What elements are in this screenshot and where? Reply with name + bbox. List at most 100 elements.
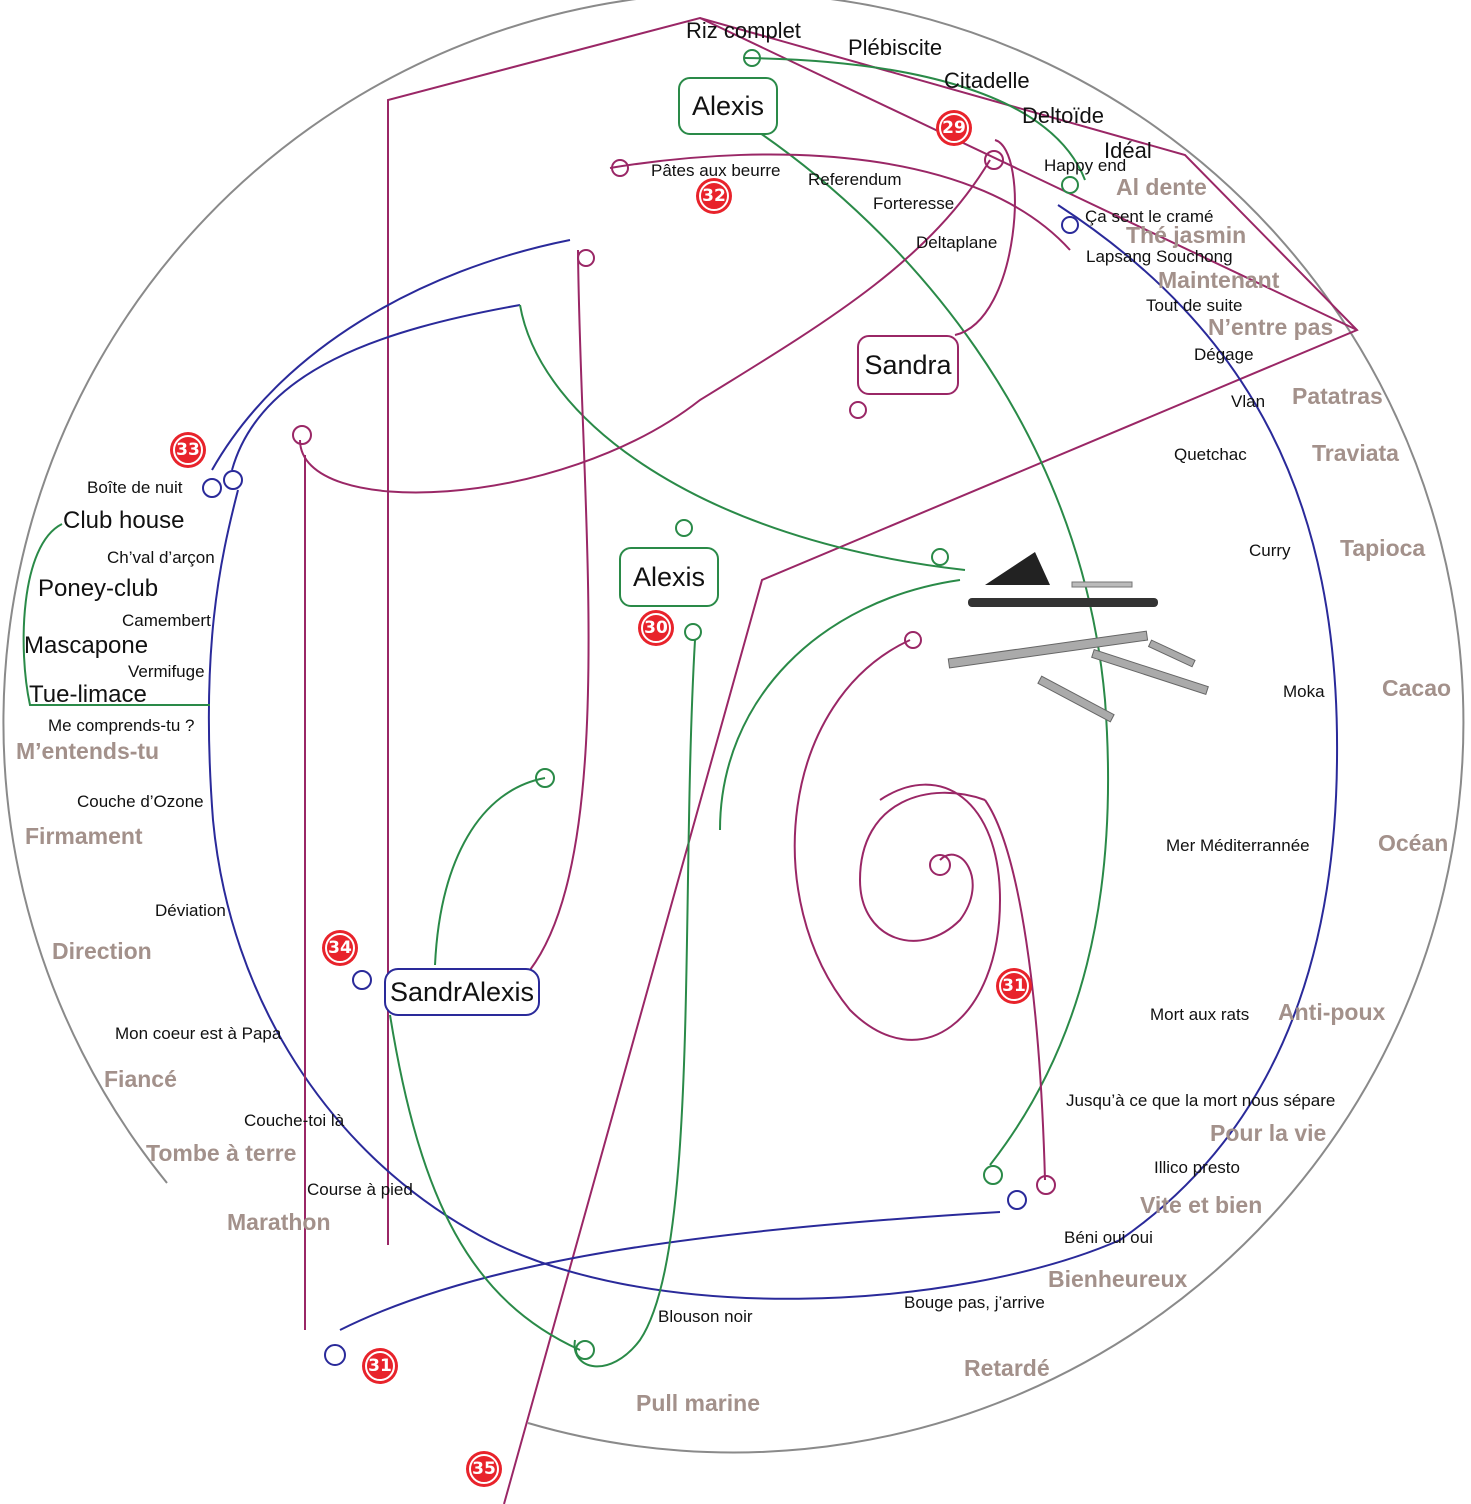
word-ca-sent: Ça sent le cramé (1085, 207, 1214, 226)
spiral-green-alexis-mid (675, 519, 693, 537)
spiral-green-lamp (931, 548, 949, 566)
word-tapioca: Tapioca (1340, 535, 1426, 561)
word-lapsang: Lapsang Souchong (1086, 247, 1233, 266)
green-sandralexis (389, 1014, 581, 1351)
purple-long-curve (529, 249, 590, 971)
word-beni: Béni oui oui (1064, 1228, 1153, 1247)
word-ocean: Océan (1378, 830, 1449, 856)
word-the-jasmin: Thé jasmin (1126, 222, 1247, 248)
word-traviata: Traviata (1312, 440, 1399, 466)
word-jusqua: Jusqu’à ce que la mort nous sépare (1066, 1091, 1336, 1110)
word-firmament: Firmament (25, 823, 143, 849)
spiral-blue-33a (202, 478, 222, 498)
name-box-sandra: Sandra (857, 335, 959, 395)
word-bienheureux: Bienheureux (1048, 1266, 1188, 1292)
purple-big-spiral-outer (793, 639, 1002, 1041)
word-illico: Illico presto (1154, 1158, 1240, 1177)
word-blouson: Blouson noir (658, 1307, 753, 1326)
word-plebiscite: Plébiscite (848, 35, 943, 60)
word-degage: Dégage (1194, 345, 1254, 364)
outer-circle (2, 0, 1465, 1454)
badge-34: 34 (322, 930, 358, 966)
word-vermifuge: Vermifuge (128, 662, 205, 681)
word-vlan: Vlan (1231, 392, 1266, 411)
spiral-green-happy (1061, 176, 1079, 194)
word-happy-end: Happy end (1044, 156, 1127, 175)
blue-arc-33b (231, 304, 521, 471)
word-maintenant: Maintenant (1158, 267, 1280, 293)
badge-31-right: 31 (996, 968, 1032, 1004)
word-fiance: Fiancé (104, 1066, 177, 1092)
spiral-green-30 (684, 623, 702, 641)
green-30-down (573, 639, 696, 1368)
badge-31-left: 31 (362, 1348, 398, 1384)
spiral-blue-34 (352, 970, 372, 990)
purple-diagonal (699, 17, 1358, 331)
word-vite-et-bien: Vite et bien (1140, 1192, 1263, 1218)
word-deltaplane: Deltaplane (916, 233, 998, 252)
badge-32: 32 (696, 178, 732, 214)
word-mon-coeur: Mon coeur est à Papa (115, 1024, 282, 1043)
word-moka: Moka (1283, 682, 1325, 701)
name-alexis-top: Alexis (691, 90, 765, 121)
purple-big-spiral-inner (858, 791, 986, 942)
word-cheval: Ch’val d’arçon (107, 548, 215, 567)
word-referendum: Referendum (808, 170, 902, 189)
spiral-green-bottom (575, 1340, 595, 1360)
purple-29-arc (299, 159, 991, 494)
word-tue-limace: Tue-limace (29, 681, 147, 708)
spiral-purple-29 (984, 150, 1004, 170)
blue-lower-arc (339, 1211, 1001, 1331)
green-alexis-long (759, 132, 1110, 1166)
spiral-purple-left (292, 425, 312, 445)
word-pull-marine: Pull marine (636, 1390, 760, 1416)
word-tombe: Tombe à terre (146, 1140, 297, 1166)
word-citadelle: Citadelle (944, 68, 1030, 93)
word-club-house: Club house (63, 507, 185, 534)
blue-arc-33a (211, 239, 571, 471)
spiral-purple-sandra (849, 401, 867, 419)
word-pour-la-vie: Pour la vie (1210, 1120, 1327, 1146)
word-cacao: Cacao (1382, 675, 1452, 701)
green-to-lamp (519, 304, 966, 571)
word-mentends: M’entends-tu (16, 738, 160, 764)
spiral-green-bottom-right (983, 1165, 1003, 1185)
spiral-purple-mid (904, 631, 922, 649)
purple-32-arc (609, 153, 1071, 251)
word-deviation: Déviation (155, 901, 226, 920)
word-al-dente: Al dente (1116, 174, 1207, 200)
word-couche-ozone: Couche d’Ozone (77, 792, 204, 811)
word-quetchac: Quetchac (1174, 445, 1247, 464)
word-patatras: Patatras (1292, 383, 1383, 409)
green-left-bracket (22, 523, 210, 706)
word-mort-aux-rats: Mort aux rats (1150, 1005, 1250, 1024)
word-pates: Pâtes aux beurre (651, 161, 781, 180)
word-ideal: Idéal (1104, 138, 1152, 163)
flute-illustration (947, 552, 1209, 723)
name-box-alexis-top: Alexis (678, 77, 778, 135)
badge-30: 30 (638, 610, 674, 646)
word-anti-poux: Anti-poux (1278, 999, 1386, 1025)
word-riz-complet: Riz complet (686, 18, 801, 43)
word-camembert: Camembert (122, 611, 211, 630)
word-me-comprends: Me comprends-tu ? (48, 716, 195, 735)
green-lamp-down (719, 579, 961, 831)
spiral-blue-33b (223, 470, 243, 490)
word-deltoide: Deltoïde (1022, 103, 1104, 128)
spiral-green-riz (743, 49, 761, 67)
word-bouge: Bouge pas, j’arrive (904, 1293, 1045, 1312)
word-forteresse: Forteresse (873, 194, 955, 213)
word-tout-de-suite: Tout de suite (1146, 296, 1243, 315)
spiral-blue-31 (324, 1344, 346, 1366)
name-sandralexis: SandrAlexis (389, 976, 535, 1007)
green-sandralexis-up (434, 777, 546, 966)
purple-spiral-tail (984, 799, 1046, 1181)
name-alexis-mid: Alexis (632, 561, 706, 592)
name-box-sandralexis: SandrAlexis (384, 968, 540, 1016)
purple-sandra-loop (954, 139, 1016, 336)
word-nentre-pas: N’entre pas (1208, 314, 1334, 340)
word-mascapone: Mascapone (24, 632, 149, 659)
name-sandra: Sandra (864, 349, 952, 380)
blue-main-loop (207, 204, 1339, 1300)
purple-frame (387, 16, 1359, 1504)
